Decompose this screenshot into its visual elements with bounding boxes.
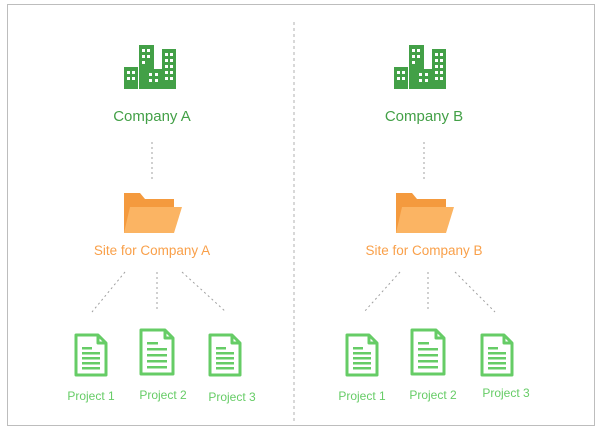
connector-site-project1-b bbox=[363, 271, 401, 313]
connector-site-project3-b bbox=[454, 271, 496, 313]
connector-site-project1-a bbox=[91, 271, 126, 313]
company-label-a: Company A bbox=[113, 108, 191, 125]
folder-icon bbox=[124, 193, 182, 233]
folder-icon bbox=[396, 193, 454, 233]
buildings-icon bbox=[394, 45, 446, 89]
group-a bbox=[74, 45, 242, 377]
project-label: Project 1 bbox=[338, 389, 386, 403]
company-label-b: Company B bbox=[384, 108, 464, 125]
document-icon bbox=[139, 328, 175, 376]
project-label: Project 2 bbox=[139, 388, 187, 402]
group-b bbox=[345, 45, 514, 377]
connector-site-project3-a bbox=[181, 271, 227, 313]
document-icon bbox=[74, 333, 108, 377]
document-icon bbox=[208, 333, 242, 377]
buildings-icon bbox=[124, 45, 176, 89]
project-label: Project 2 bbox=[409, 388, 457, 402]
site-label-a: Site for Company A bbox=[93, 243, 211, 258]
project-label: Project 3 bbox=[482, 386, 530, 400]
document-icon bbox=[410, 328, 446, 376]
document-icon bbox=[345, 333, 379, 377]
document-icon bbox=[480, 333, 514, 377]
project-label: Project 1 bbox=[67, 389, 115, 403]
site-label-b: Site for Company B bbox=[365, 243, 483, 258]
project-label: Project 3 bbox=[208, 390, 256, 404]
